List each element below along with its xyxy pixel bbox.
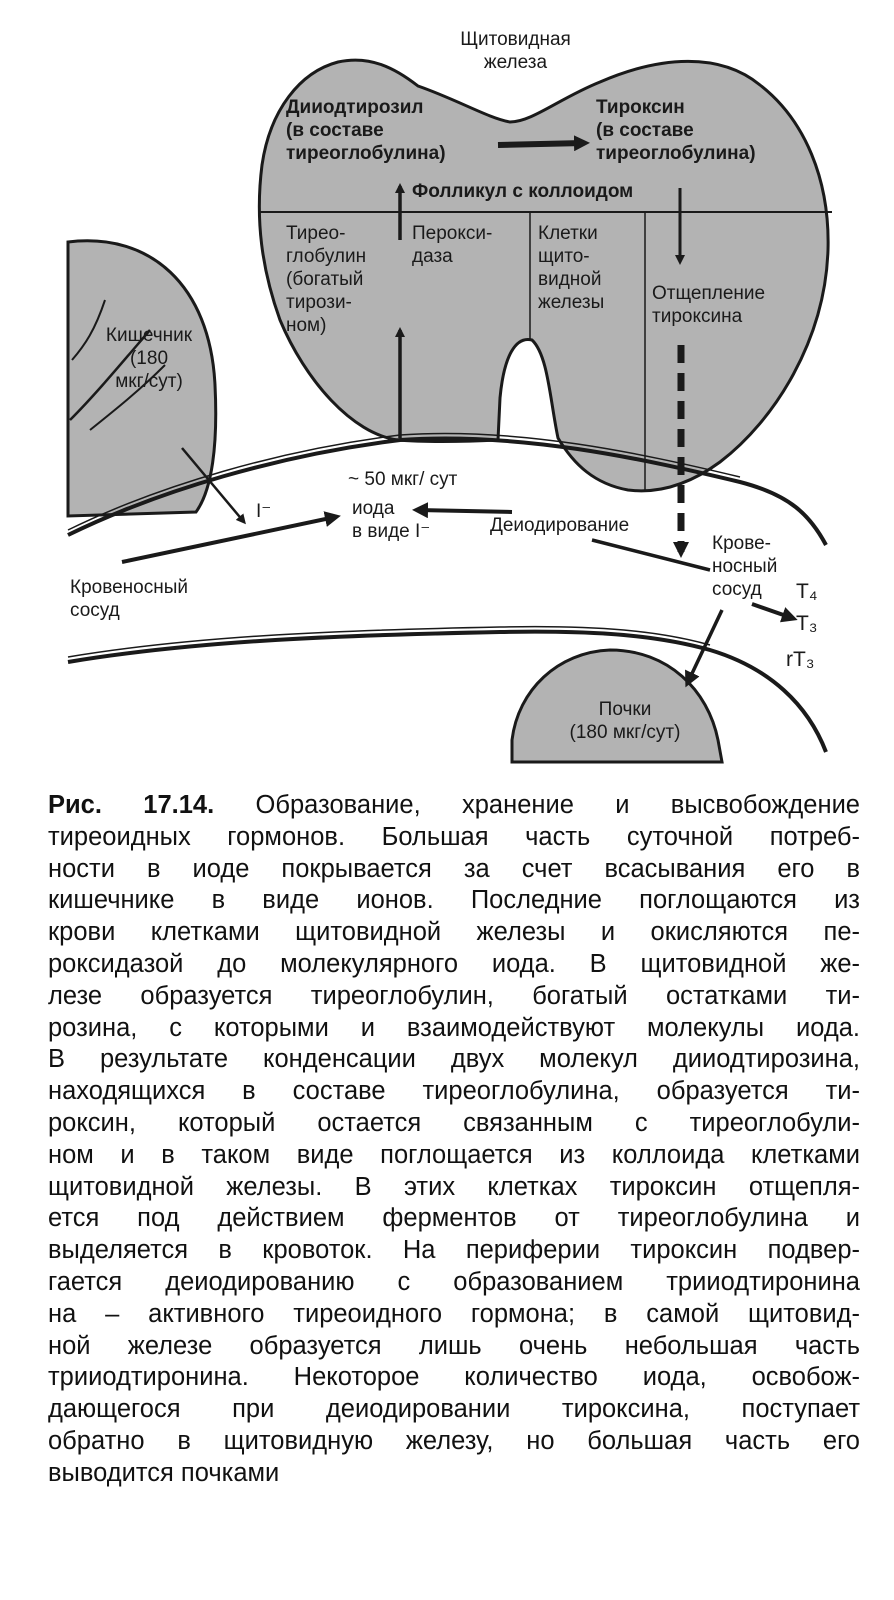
- iodide-label: I⁻: [256, 500, 271, 523]
- caption-line: кишечнике в виде ионов. Последние поглощ…: [48, 885, 860, 917]
- caption-line: розина, с которыми и взаимодействуют мол…: [48, 1013, 860, 1045]
- thyroid-hormone-figure: Щитовидная железа Дииодтирозил (в состав…: [0, 0, 894, 780]
- caption-line: выделяется в кровоток. На периферии тиро…: [48, 1235, 860, 1267]
- caption-line: В результате конденсации двух молекул ди…: [48, 1044, 860, 1076]
- caption-line: крови клетками щитовидной железы и окисл…: [48, 917, 860, 949]
- caption-line: дающегося при деиодировании тироксина, п…: [48, 1394, 860, 1426]
- caption-line: обратно в щитовидную железу, но большая …: [48, 1426, 860, 1458]
- caption-line: щитовидной железы. В этих клетках тирокс…: [48, 1172, 860, 1204]
- iodine-amount-label: ~ 50 мкг/ сут: [348, 468, 457, 491]
- t3-label: T₃: [796, 612, 817, 635]
- caption-line: выводится почками: [48, 1458, 860, 1490]
- caption-line: тиреоидных гормонов. Большая часть суточ…: [48, 822, 860, 854]
- caption-line: роксин, который остается связанным с тир…: [48, 1108, 860, 1140]
- peroxidase-label: Перокси- даза: [412, 222, 492, 268]
- kidneys-label: Почки (180 мкг/сут): [540, 698, 710, 744]
- caption-line: ется под действием ферментов от тиреогло…: [48, 1203, 860, 1235]
- caption-line: гается деиодированию с образованием трии…: [48, 1267, 860, 1299]
- arrow-to-hormones: [752, 604, 792, 618]
- caption-line: роксидазой до молекулярного иода. В щито…: [48, 949, 860, 981]
- iodine-form-label: иода в виде I⁻: [352, 497, 430, 543]
- caption-line: ности в иоде покрывается за счет всасыва…: [48, 854, 860, 886]
- figure-number: Рис. 17.14.: [48, 791, 214, 819]
- caption-line: лезе образуется тиреоглобулин, богатый о…: [48, 981, 860, 1013]
- caption-line: Рис. 17.14. Образование, хранение и высв…: [48, 790, 860, 822]
- caption-line: на – активного тиреоидного гормона; в са…: [48, 1299, 860, 1331]
- thyroid-label: Щитовидная железа: [448, 28, 583, 74]
- caption-line: ном и в таком виде поглощается из коллои…: [48, 1140, 860, 1172]
- blood-vessel-right-label: Крове- носный сосуд: [712, 532, 777, 601]
- arrow-deiodination: [592, 540, 710, 570]
- caption-line: трииодтиронина. Некоторое количество иод…: [48, 1362, 860, 1394]
- intestine-label: Кишечник (180 мкг/сут): [84, 324, 214, 393]
- thyroxine-in-thyroglobulin-label: Тироксин (в составе тиреоглобулина): [596, 96, 756, 165]
- blood-vessel-left-label: Кровеносный сосуд: [70, 576, 188, 622]
- arrow-deiodination-back: [418, 510, 512, 512]
- thyroxine-cleavage-label: Отщепление тироксина: [652, 282, 765, 328]
- caption-line-text: Образование, хранение и высвобождение: [214, 791, 860, 819]
- deiodination-label: Деиодирование: [490, 514, 629, 537]
- caption-line: находящихся в составе тиреоглобулина, об…: [48, 1076, 860, 1108]
- arrow-diiodotyrosyl-to-thyroxine: [498, 143, 584, 145]
- thyroglobulin-label: Тирео- глобулин (богатый тирози- ном): [286, 222, 366, 337]
- t4-label: T₄: [796, 580, 817, 603]
- figure-caption: Рис. 17.14. Образование, хранение и высв…: [48, 790, 860, 1490]
- thyroid-cells-label: Клетки щито- видной железы: [538, 222, 604, 314]
- caption-line: ной железе образуется лишь очень небольш…: [48, 1331, 860, 1363]
- diiodotyrosyl-label: Дииодтирозил (в составе тиреоглобулина): [286, 96, 446, 165]
- rt3-label: rT₃: [786, 648, 814, 671]
- follicle-label: Фолликул с коллоидом: [412, 180, 633, 203]
- arrow-iodide-to-thyroid: [122, 517, 335, 562]
